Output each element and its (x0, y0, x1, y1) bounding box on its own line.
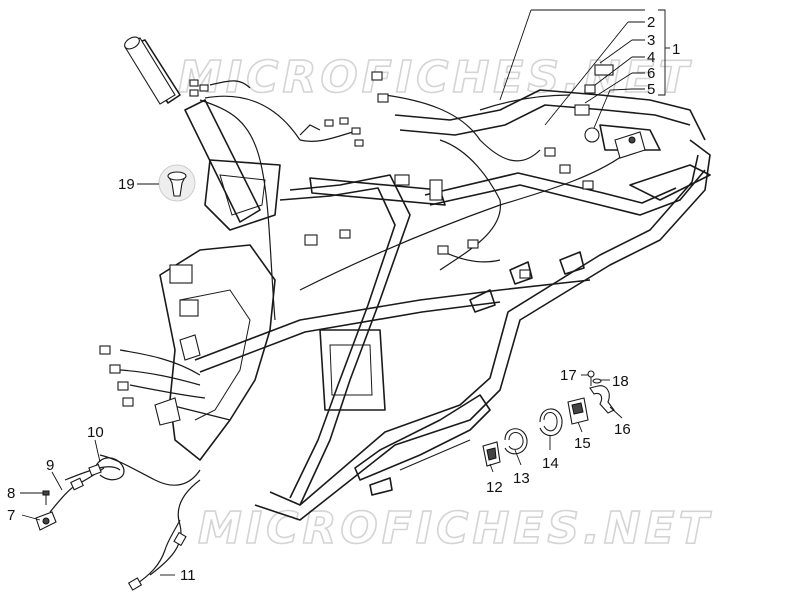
callout-7: 7 (7, 507, 15, 524)
callout-1: 1 (672, 41, 680, 58)
part-11-cable (127, 519, 187, 591)
frame-chassis (129, 39, 711, 521)
wiring-harness (64, 80, 631, 576)
part-19-plug (158, 164, 196, 202)
callout-9: 9 (46, 457, 54, 474)
callout-16: 16 (614, 421, 631, 438)
watermark-bottom: MICROFICHES.NET (198, 503, 713, 554)
part-10-cable (88, 457, 125, 481)
part-9-cable (49, 467, 105, 513)
callout-2: 2 (647, 14, 655, 31)
handlebar-grip (124, 36, 176, 105)
callout-18: 18 (612, 373, 629, 390)
part-14-clamp (539, 408, 563, 437)
callout-14: 14 (542, 455, 559, 472)
callout-6: 6 (647, 65, 655, 82)
part-15-bracket (567, 397, 589, 425)
part-13-clamp (504, 428, 528, 455)
callout-leaders (20, 9, 670, 576)
callout-3: 3 (647, 32, 655, 49)
part-7-sensor (35, 511, 57, 531)
callout-15: 15 (574, 435, 591, 452)
part-18-washer (592, 378, 602, 384)
callout-11: 11 (180, 567, 196, 584)
callout-labels: 1 2 3 4 5 6 7 8 9 10 11 12 13 14 15 16 1… (7, 14, 680, 584)
part-17-screw (587, 370, 595, 386)
callout-17: 17 (560, 367, 577, 384)
connectors (99, 64, 646, 426)
callout-10: 10 (87, 424, 104, 441)
callout-4: 4 (647, 49, 655, 66)
part-8-bolt (42, 490, 50, 505)
callout-12: 12 (486, 479, 503, 496)
watermark-top: MICROFICHES.NET (178, 52, 693, 103)
callout-5: 5 (647, 81, 655, 98)
part-16-bracket (589, 385, 615, 414)
part-12-clip (482, 441, 501, 467)
callout-8: 8 (7, 485, 15, 502)
callout-19: 19 (118, 176, 135, 193)
callout-13: 13 (513, 470, 530, 487)
